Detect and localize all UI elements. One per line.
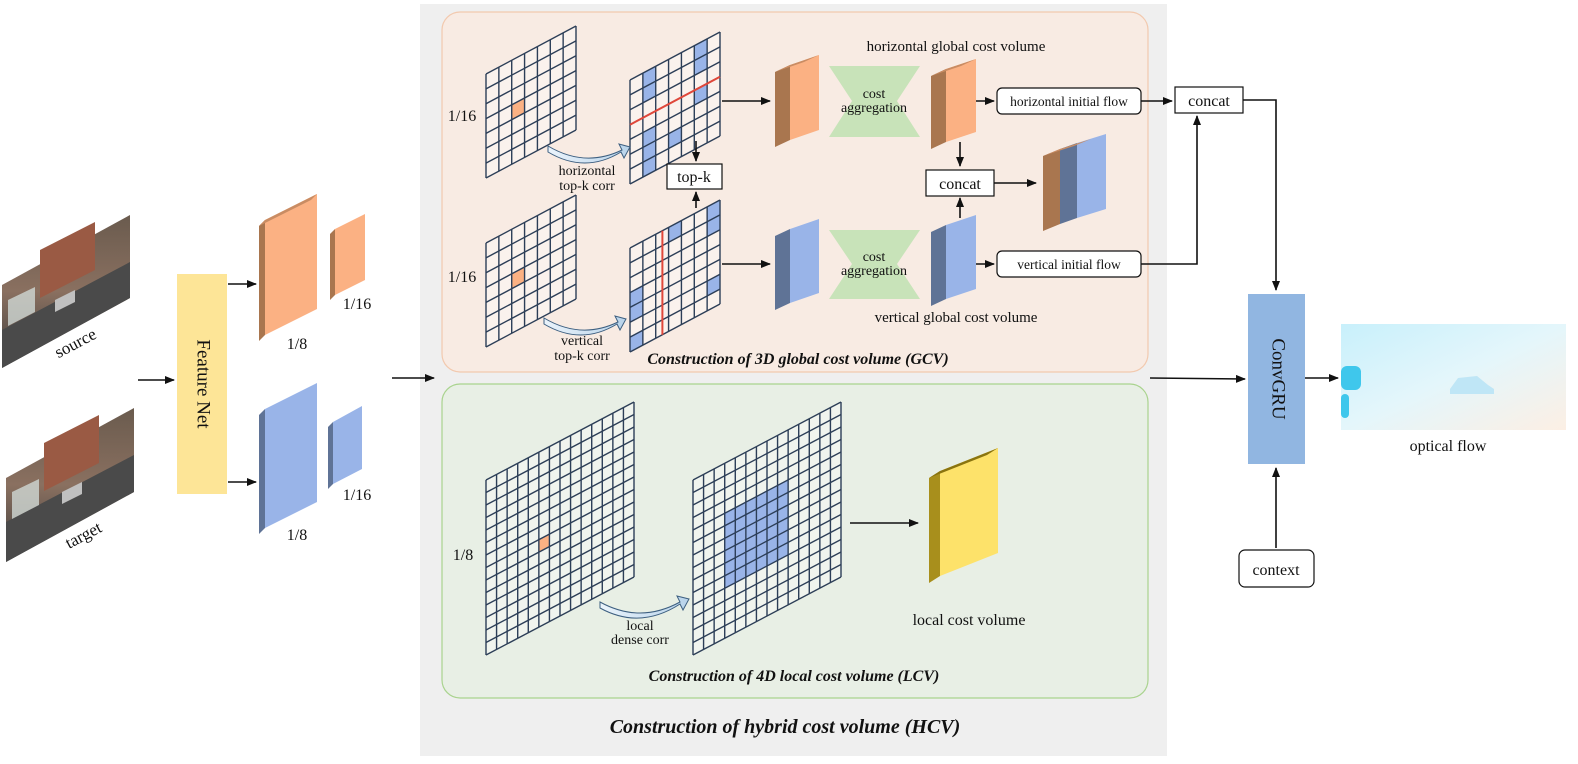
optical-flow-label: optical flow [1410, 438, 1487, 455]
output-concat-box [1174, 86, 1244, 114]
scale-1-8-bottom: 1/8 [287, 527, 307, 544]
convgru-block [1248, 294, 1305, 464]
output-concat-label: concat [1188, 93, 1230, 110]
gcv-target-grid-bottom [629, 199, 721, 353]
h-volume-out [931, 59, 976, 149]
gcv-title: Construction of 3D global cost volume (G… [647, 351, 948, 368]
h-agg-line1: cost [863, 87, 886, 102]
arrow-vflow-to-concat [1141, 115, 1201, 265]
scale-1-16-bottom: 1/16 [343, 487, 371, 504]
v-volume-in [775, 219, 819, 310]
gcv-combined-volume [1043, 134, 1106, 231]
context-box [1238, 549, 1315, 588]
gcv-scale-top: 1/16 [448, 108, 476, 125]
gcv-target-grid-top [629, 31, 721, 185]
feature-map-orange-1-16 [330, 214, 365, 300]
topk-box [666, 163, 723, 190]
gcv-scale-bottom: 1/16 [448, 269, 476, 286]
horizontal-flow-label: horizontal initial flow [1010, 94, 1128, 109]
lcv-source-grid [485, 401, 635, 656]
local-corr-line2: dense corr [611, 633, 669, 648]
h-cost-aggregation [829, 66, 920, 137]
local-cost-volume [929, 448, 998, 583]
arrow-concat-to-convgru [1243, 99, 1280, 291]
v-cost-aggregation [829, 230, 920, 299]
feature-map-blue-1-8 [259, 383, 317, 534]
gcv-source-grid-bottom [485, 194, 577, 348]
horizontal-corr-arrow [547, 143, 631, 164]
horizontal-corr-line2: top-k corr [559, 179, 615, 194]
local-corr-arrow [599, 595, 690, 619]
source-image [2, 215, 130, 368]
scale-1-8-top: 1/8 [287, 336, 307, 353]
vertical-corr-arrow [543, 315, 627, 336]
hcv-title: Construction of hybrid cost volume (HCV) [610, 716, 961, 738]
h-volume-in [775, 55, 819, 147]
arrow-hcv-to-convgru [1149, 374, 1246, 383]
scale-1-16-top: 1/16 [343, 296, 371, 313]
feature-net-label: Feature Net [193, 339, 214, 429]
gcv-concat-label: concat [939, 176, 981, 193]
v-agg-line2: aggregation [841, 264, 907, 279]
vertical-corr-line2: top-k corr [554, 349, 610, 364]
topk-label: top-k [677, 169, 711, 186]
v-agg-line1: cost [863, 250, 886, 265]
horizontal-volume-label: horizontal global cost volume [867, 39, 1046, 55]
convgru-label: ConvGRU [1268, 338, 1289, 420]
feature-net-block [177, 274, 227, 494]
horizontal-corr-line1: horizontal [559, 164, 616, 179]
feature-map-blue-1-16 [328, 406, 362, 489]
local-corr-line1: local [626, 619, 653, 634]
lcv-scale: 1/8 [453, 547, 473, 564]
vertical-volume-label: vertical global cost volume [875, 310, 1038, 326]
lcv-target-grid [692, 401, 842, 656]
local-volume-label: local cost volume [913, 612, 1026, 629]
vertical-flow-label: vertical initial flow [1017, 257, 1121, 272]
h-agg-line2: aggregation [841, 101, 907, 116]
target-image [6, 408, 134, 562]
feature-map-orange-1-8 [259, 194, 317, 341]
v-volume-out [931, 215, 976, 306]
vertical-corr-line1: vertical [561, 334, 603, 349]
context-label: context [1252, 562, 1300, 579]
gcv-source-grid-top [485, 25, 577, 179]
lcv-title: Construction of 4D local cost volume (LC… [649, 668, 940, 685]
optical-flow-image [1341, 324, 1566, 430]
